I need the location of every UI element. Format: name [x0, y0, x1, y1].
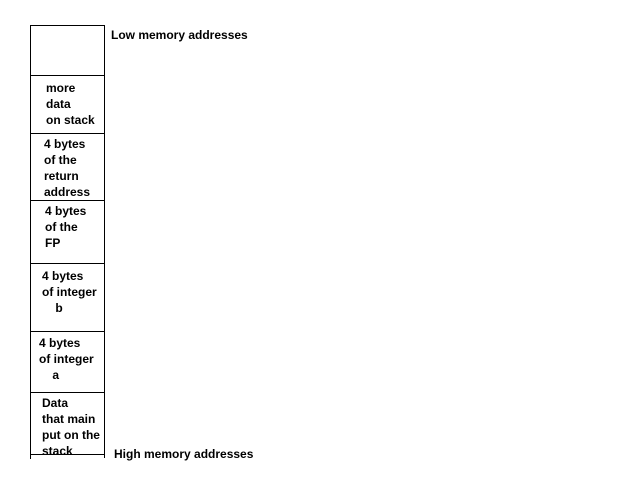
stack-frame: more data on stack 4 bytes of the return… [30, 25, 105, 458]
stack-cell-empty [31, 26, 104, 75]
stack-cell-main-data: Data that main put on the stack [31, 392, 104, 458]
stack-cell-return-address-text: 4 bytes of the return address [44, 137, 91, 199]
high-memory-label: High memory addresses [114, 447, 254, 461]
stack-cell-main-data-text: Data that main put on the stack [42, 396, 100, 458]
stack-cell-integer-a-text: 4 bytes of integer a [39, 336, 94, 382]
stack-cell-integer-b-text: 4 bytes of integer b [42, 269, 97, 315]
low-memory-label: Low memory addresses [111, 28, 248, 42]
stack-cell-more-data-text: more data on stack [46, 81, 95, 127]
stack-cell-more-data: more data on stack [31, 75, 104, 133]
stack-bottom-tick [30, 453, 31, 459]
stack-cell-frame-pointer-text: 4 bytes of the FP [45, 204, 87, 250]
stack-cell-return-address: 4 bytes of the return address [31, 133, 104, 200]
stack-cell-frame-pointer: 4 bytes of the FP [31, 200, 104, 263]
stack-cell-integer-a: 4 bytes of integer a [31, 331, 104, 392]
stack-cell-integer-b: 4 bytes of integer b [31, 263, 104, 331]
